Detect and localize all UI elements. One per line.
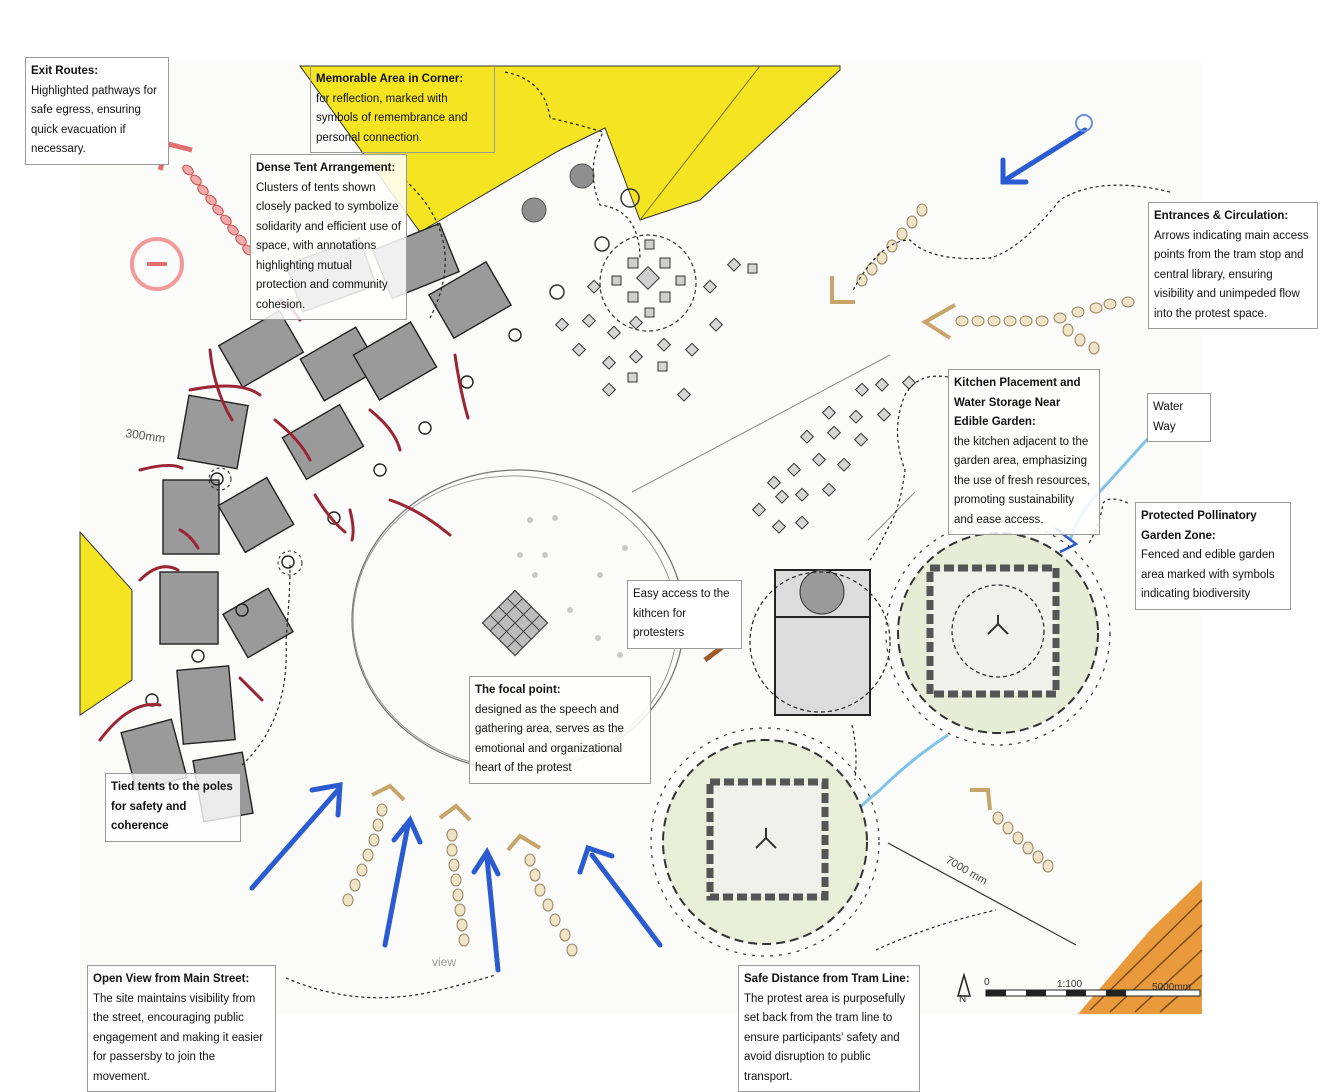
speech-platform [481,589,549,657]
main-entry-arrows [249,127,1088,973]
note-title: Dense Tent Arrangement: [256,162,396,174]
tram-distance-dimension [887,842,1077,946]
note-title: Memorable Area in Corner: [316,73,464,85]
note-title: The focal point: [475,684,561,696]
tent [159,571,219,645]
remembrance-marker [594,236,610,252]
remembrance-marker [620,188,640,208]
entrances-note: Entrances & Circulation: Arrows indicati… [1148,202,1318,329]
tent-poles [145,328,522,707]
open-view-note: Open View from Main Street: The site mai… [87,965,276,1092]
tram-stop-marker [1075,114,1093,132]
entrance-dots-right [955,296,1135,355]
tram-distance-note: Safe Distance from Tram Line: The protes… [738,965,920,1092]
focal-point-note: The focal point: designed as the speech … [469,676,651,784]
note-title: Safe Distance from Tram Line: [744,973,910,985]
note-title: Open View from Main Street: [93,973,250,985]
tent [176,665,236,745]
remembrance-stone [521,197,547,223]
tent [281,403,365,481]
note-title: Kitchen Placement and Water Storage Near… [954,377,1081,428]
scale-bar-segments [986,990,1126,996]
guide-line [631,354,891,493]
tie-arrows [98,298,470,742]
memorial-symbols [611,239,686,318]
entrance-arrow-head [921,303,956,340]
remembrance-marker [549,284,565,300]
tent [352,321,438,401]
annotation-leaders [241,71,1171,999]
entrance-arrow-head [970,788,992,811]
edible-garden [650,727,880,957]
entrance-arrow-heads-bottom [371,783,542,852]
easy-access-note: Easy access to the kithcen for protester… [627,580,742,649]
garden-markers [751,375,917,534]
zone-divider-line [639,65,761,221]
note-body: The site maintains visibility from the s… [93,992,264,1083]
note-body: Clusters of tents shown closely packed t… [256,181,401,311]
note-body: designed as the speech and gathering are… [475,703,624,775]
tent [217,309,305,389]
kitchen-note: Kitchen Placement and Water Storage Near… [948,369,1100,535]
note-title: Tied tents to the poles for safety and c… [111,781,233,832]
tied-tents-note: Tied tents to the poles for safety and c… [105,773,241,842]
note-body: Highlighted pathways for safe egress, en… [31,84,157,156]
note-body: Water Way [1153,401,1184,433]
tent [222,587,294,659]
no-entry-icon [130,237,184,291]
entrance-arrow-head [830,276,855,304]
tent [162,479,220,555]
pole-highlight [208,467,232,491]
tent [427,260,513,340]
footprints [517,515,628,658]
entrance-dots-top [856,203,928,287]
note-body: Arrows indicating main access points fro… [1154,229,1309,320]
kitchen-zone-ring [749,571,891,713]
north-label: N [959,994,966,1005]
note-title: Exit Routes: [31,65,99,77]
pollinator-garden [885,520,1111,746]
view-label: view [432,955,456,969]
small-markers [554,257,758,402]
side-yellow-zone [79,530,133,716]
entrance-dots-bottom [342,803,578,957]
tram-line-zone [1078,880,1202,1014]
scale-end: 5000mm [1152,982,1191,993]
note-title: Protected Pollinatory Garden Zone: [1141,510,1257,542]
note-body: Easy access to the kithcen for protester… [633,588,730,639]
tent-cluster [120,222,513,823]
scale-zero: 0 [984,977,990,988]
tent [217,476,295,554]
exit-routes-note: Exit Routes: Highlighted pathways for sa… [25,57,169,165]
dimension-300: 300mm [125,426,167,445]
water-storage-tank [799,569,845,615]
guide-line [867,491,916,541]
water-way-note: Water Way [1147,393,1211,442]
note-body: the kitchen adjacent to the garden area,… [954,435,1091,526]
north-arrow-icon [957,972,971,997]
tent [177,394,249,470]
note-body: for reflection, marked with symbols of r… [316,92,468,144]
remembrance-stone [569,163,595,189]
pole-highlight [277,550,303,576]
memorable-area-note: Memorable Area in Corner: for reflection… [310,65,495,153]
note-body: Fenced and edible garden area marked wit… [1141,549,1275,600]
entrance-dots-bottom-right [992,811,1054,873]
note-title: Entrances & Circulation: [1154,210,1289,222]
note-body: The protest area is purposefully set bac… [744,992,906,1083]
scale-ratio: 1:100 [1057,979,1082,990]
memorial-cluster-ring [599,234,697,332]
dense-tent-note: Dense Tent Arrangement: Clusters of tent… [250,154,407,320]
pollinatory-note: Protected Pollinatory Garden Zone: Fence… [1135,502,1291,610]
